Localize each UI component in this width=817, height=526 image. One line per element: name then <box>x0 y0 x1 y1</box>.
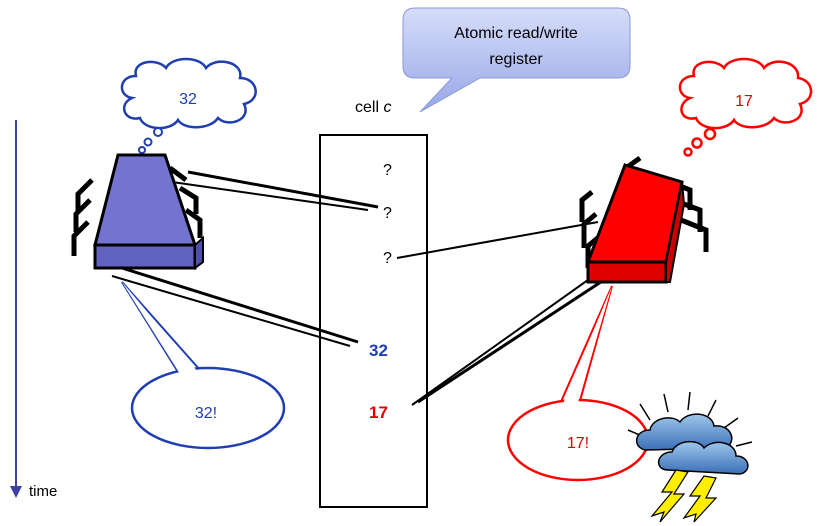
left-thought-value: 32 <box>179 91 197 108</box>
right-thought-cloud-icon: 17 <box>678 57 813 157</box>
storm-cloud-icon <box>627 391 753 475</box>
time-axis: time <box>10 120 57 500</box>
left-cpu-chip-icon <box>71 153 204 270</box>
lightning-icon <box>650 469 718 523</box>
right-cpu-chip-icon <box>579 155 709 284</box>
callout-line-2: register <box>489 51 543 68</box>
cell-value-4: 32 <box>369 341 388 360</box>
left-thought-cloud-icon: 32 <box>120 57 257 154</box>
cell-value-3: ? <box>383 250 392 267</box>
left-speech-text: 32! <box>195 405 217 422</box>
right-speech-text: 17! <box>567 435 589 452</box>
callout-line-1: Atomic read/write <box>454 25 578 42</box>
time-label: time <box>29 483 57 500</box>
register-callout: Atomic read/write register <box>402 7 631 113</box>
left-speech-bubble: 32! <box>121 281 286 450</box>
right-thought-value: 17 <box>735 93 753 110</box>
right-speech-bubble: 17! <box>506 285 650 482</box>
cell-value-2: ? <box>383 205 392 222</box>
register-cell <box>319 134 428 508</box>
cell-label: cell c <box>355 99 391 116</box>
cell-value-1: ? <box>383 162 392 179</box>
cell-value-5: 17 <box>369 403 388 422</box>
connection-lines <box>111 170 611 406</box>
